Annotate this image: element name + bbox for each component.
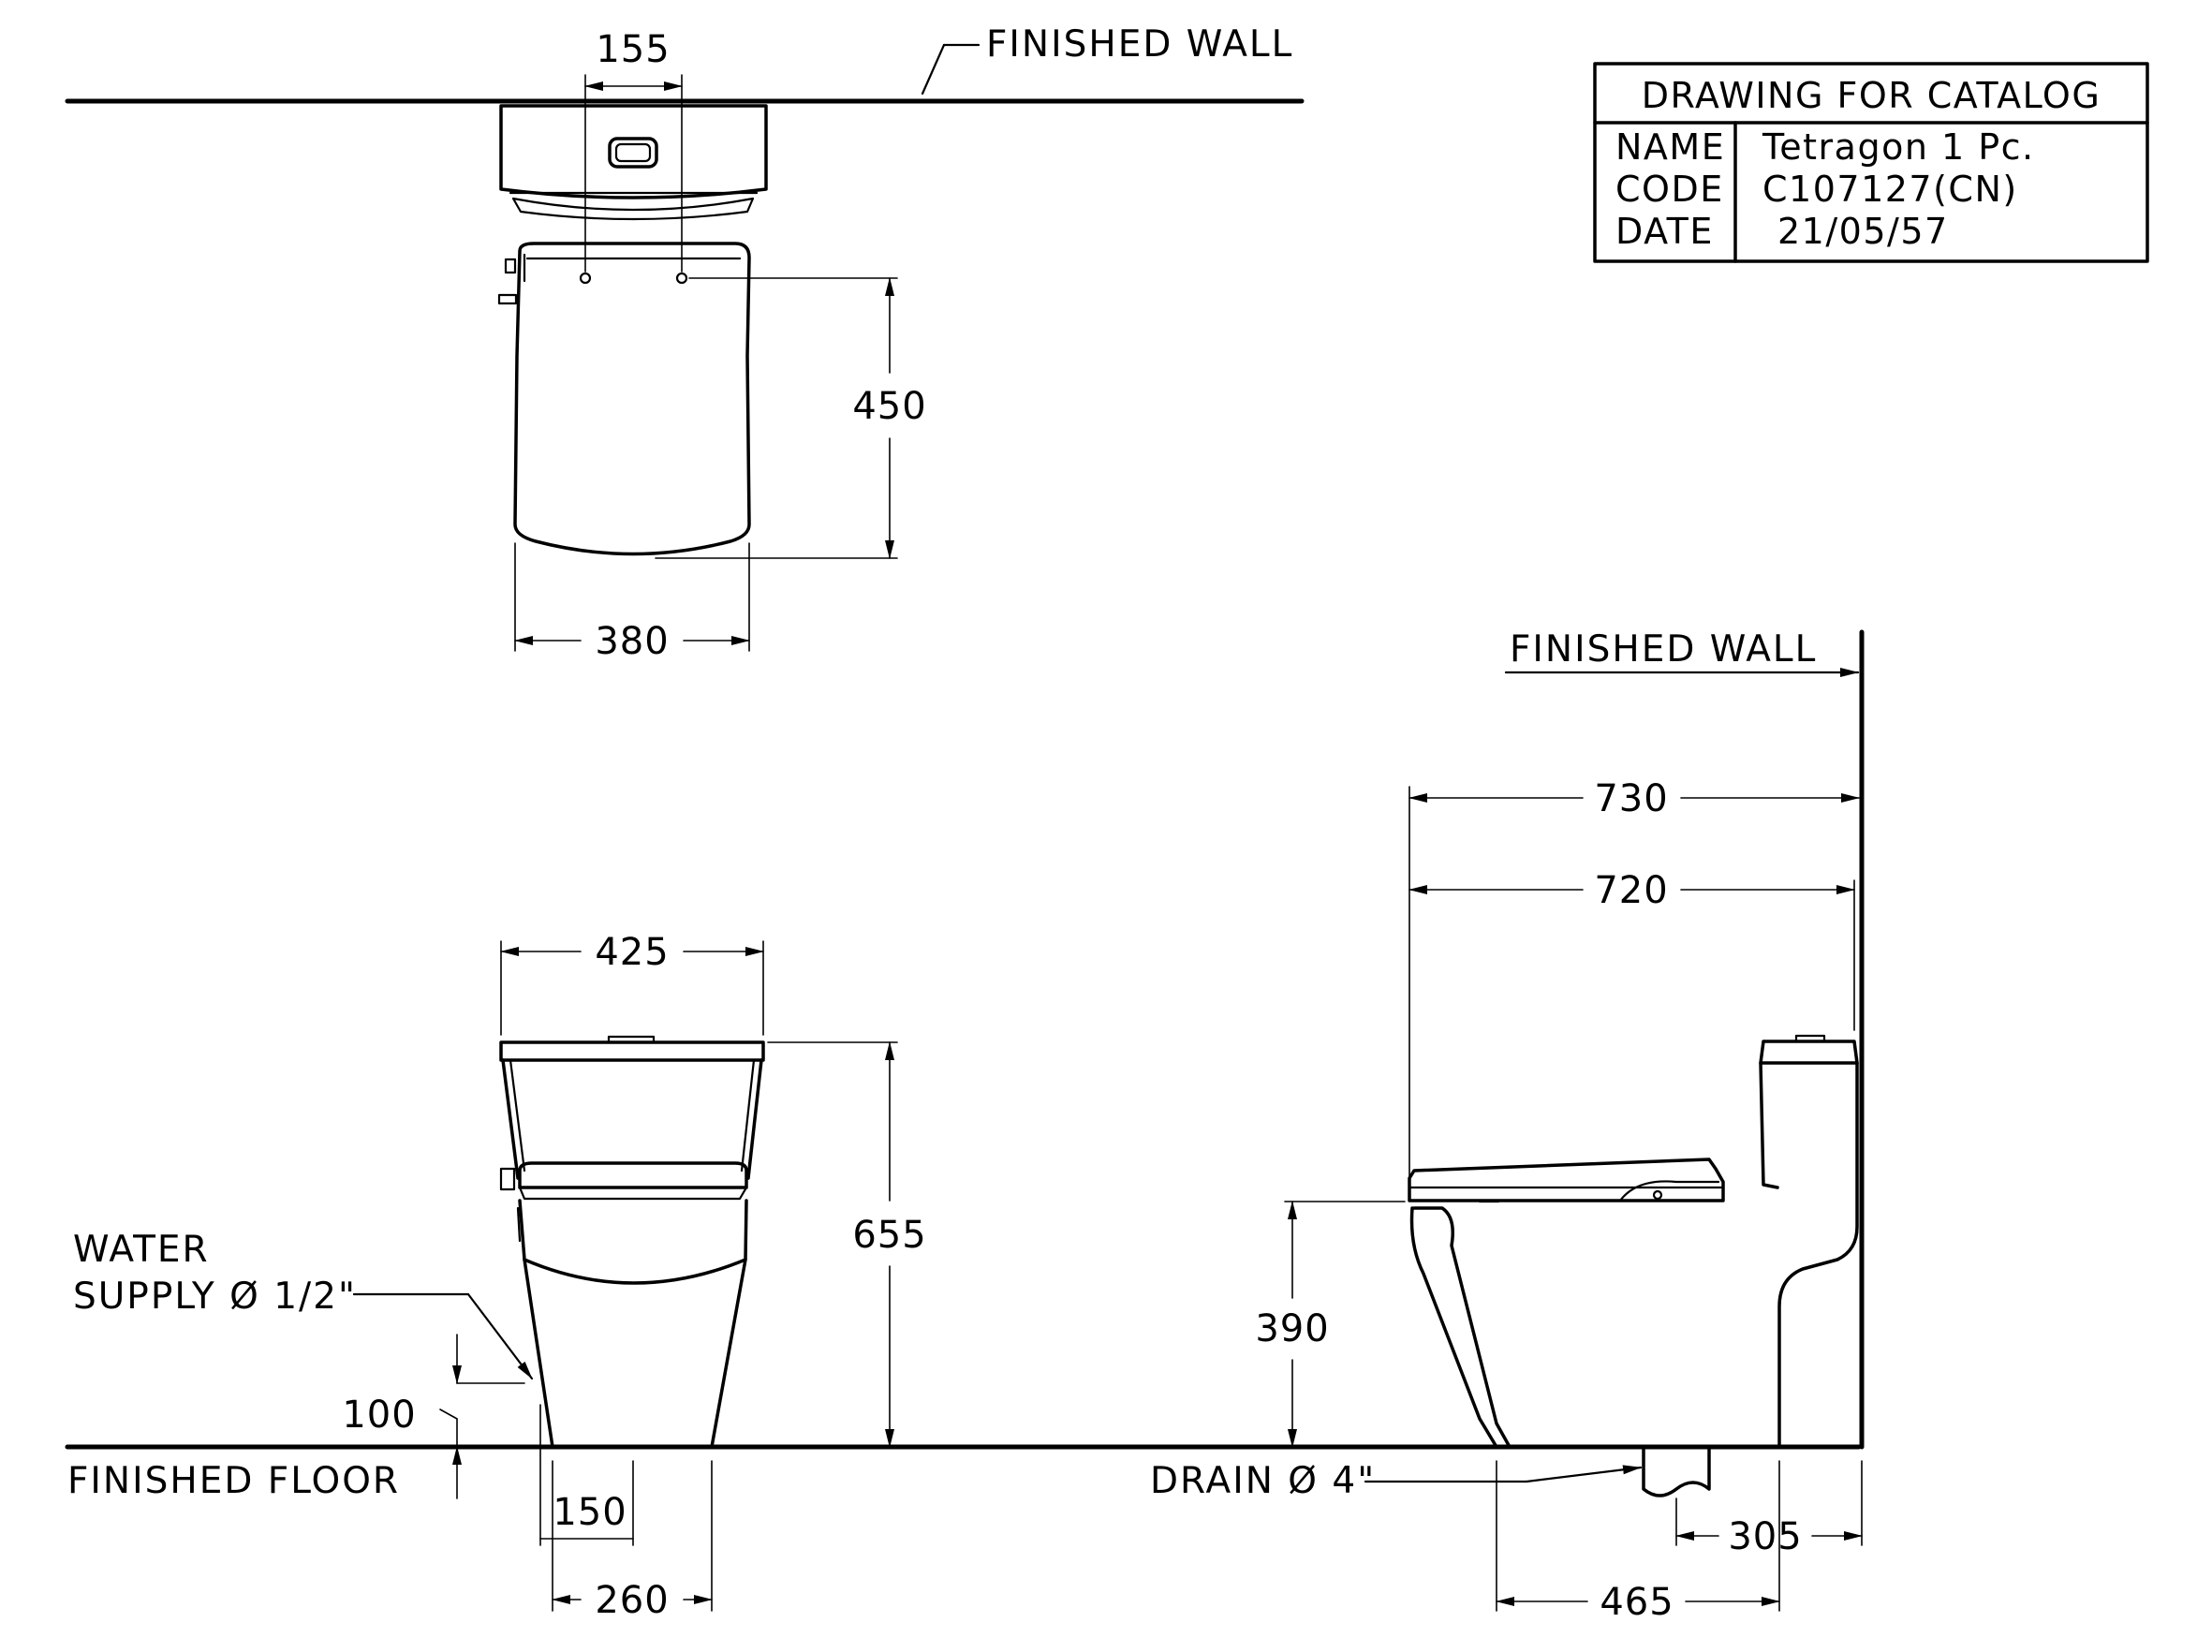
side-bowl-inner [1412,1206,1512,1449]
side-bowl-outer [1409,1206,1498,1449]
top-seat-outline [513,242,751,556]
dim-305: 305 [1728,1515,1802,1558]
title-block-date-value: 21/05/57 [1777,211,1949,252]
front-bowl-right [710,1258,747,1449]
front-tank-body [501,1058,763,1180]
top-tank [499,104,768,199]
dim-100: 100 [342,1394,416,1437]
title-block-name-value: Tetragon 1 Pc. [1762,126,2035,168]
title-block-heading: DRAWING FOR CATALOG [1642,75,2101,116]
drain-pipe [1642,1445,1711,1497]
dim-655: 655 [852,1214,926,1257]
finished-floor-note: FINISHED FLOOR [67,1460,400,1502]
dim-155: 155 [596,28,670,71]
flush-button-icon [608,137,658,169]
title-block-date-label: DATE [1615,211,1714,252]
title-block-code-label: CODE [1615,169,1724,210]
dim-465: 465 [1600,1581,1674,1624]
dim-390: 390 [1255,1307,1329,1350]
side-tank-body [1759,1061,1859,1449]
front-bowl-left [523,1258,554,1449]
dim-450: 450 [852,385,926,428]
side-seat [1408,1158,1725,1202]
title-block: DRAWING FOR CATALOG NAME CODE DATE Tetra… [1593,62,2149,263]
title-block-name-label: NAME [1615,126,1725,168]
dim-720: 720 [1594,869,1668,912]
side-view: FINISHED WALL 730 720 390 DRAIN [1150,628,1865,1624]
dim-380: 380 [595,620,669,663]
front-view: FINISHED FLOOR 425 655 WATER SUPPLY Ø 1/… [65,931,1862,1622]
side-finished-wall-note: FINISHED WALL [1510,628,1817,671]
water-supply-note-line2: SUPPLY Ø 1/2" [73,1276,357,1318]
dim-730: 730 [1594,777,1668,820]
dim-425: 425 [595,931,669,974]
top-finished-wall-note: FINISHED WALL [986,23,1293,66]
dim-150: 150 [553,1491,627,1534]
drain-note: DRAIN Ø 4" [1150,1460,1376,1502]
water-supply-note-line1: WATER [73,1229,210,1271]
dim-260: 260 [595,1579,669,1622]
side-tank-lid [1759,1040,1859,1065]
top-view: FINISHED WALL 155 450 380 [65,23,1305,663]
front-tank-lid [499,1040,765,1062]
title-block-code-value: C107127(CN) [1762,169,2018,210]
front-seat [518,1161,748,1189]
